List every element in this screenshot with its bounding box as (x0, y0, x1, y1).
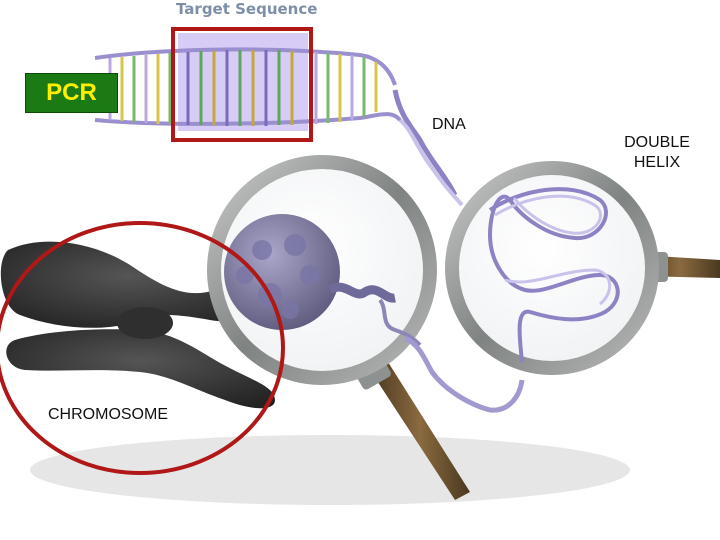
dna-label: DNA (432, 116, 466, 133)
right-magnifier (445, 161, 720, 375)
pcr-label: PCR (25, 73, 118, 113)
dna-strand-connector (403, 335, 525, 413)
left-magnifier (207, 155, 470, 500)
chromosome (0, 241, 276, 409)
double-helix-label: DOUBLE HELIX (612, 133, 702, 173)
double-helix-label-line1: DOUBLE (624, 134, 690, 151)
target-sequence-label: Target Sequence (176, 0, 318, 18)
ground-shadow (30, 435, 630, 505)
chromosome-highlight-circle (0, 221, 285, 475)
chromosome-label: CHROMOSOME (45, 403, 195, 427)
double-helix-label-line2: HELIX (633, 154, 681, 171)
target-sequence-box (171, 27, 313, 142)
